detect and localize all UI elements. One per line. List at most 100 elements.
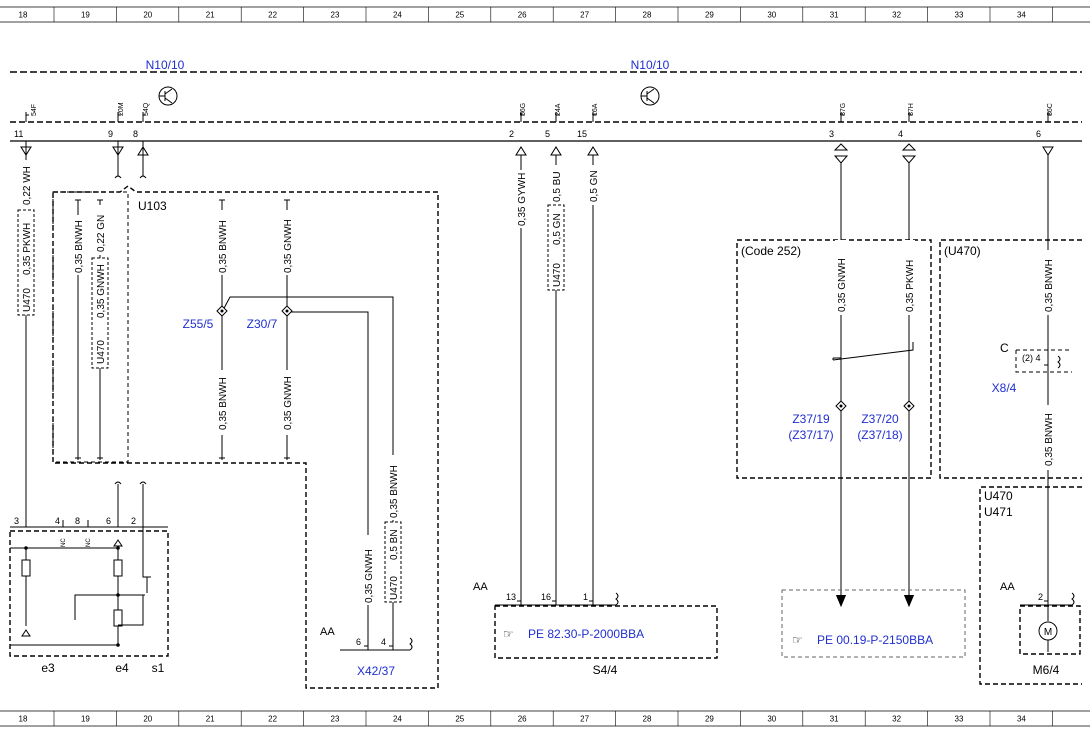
ref-pe0019-boundary [781, 589, 966, 658]
grid-column-label: 27 [580, 11, 589, 20]
component-n10-right[interactable]: N10/10 [631, 58, 670, 72]
grid-column-label: 24 [393, 715, 402, 724]
component-z30[interactable]: Z30/7 [247, 317, 278, 331]
wire-labels-left: 0,22 WH 0,35 PKWH U470 0,35 BNWH 0,22 GN… [17, 160, 402, 605]
pin-number: 3 [829, 129, 834, 139]
component-s1[interactable]: s1 [152, 661, 165, 675]
pin-number: 16 [541, 592, 551, 602]
wire-label: 0,35 GNWH [364, 549, 375, 603]
connector-aa-label: AA [473, 581, 488, 593]
grid-column-label: 29 [705, 715, 714, 724]
wire-label: 0,35 BNWH [218, 377, 229, 430]
grid-column-label: 25 [455, 715, 464, 724]
component-e3[interactable]: e3 [41, 661, 55, 675]
splice-z37-19[interactable] [835, 400, 847, 412]
grid-column-label: 22 [268, 715, 277, 724]
splice-z37-20[interactable] [903, 400, 915, 412]
u103-inner-boundary [52, 191, 129, 463]
component-z37-18[interactable]: (Z37/18) [857, 428, 902, 442]
ref-pe0019-label[interactable]: PE 00.19-P-2150BBA [817, 633, 933, 647]
wire-label: 0,35 GNWH [283, 376, 294, 430]
component-x8[interactable]: X8/4 [992, 381, 1017, 395]
pin-number: 2 [1038, 592, 1043, 602]
wire-label: 0,35 BNWH [1044, 413, 1055, 466]
grid-column-label: 27 [580, 715, 589, 724]
pointing-hand-icon: ☞ [792, 633, 803, 647]
connector-m6[interactable]: AA 2 M [1000, 581, 1081, 655]
wire-label: 0,5 BN [389, 529, 400, 560]
connector-x42[interactable]: AA 6 4 [320, 626, 413, 651]
arrow-icons [836, 595, 914, 607]
pin-code: 54Q [143, 102, 150, 116]
pin-code: 37H [908, 103, 915, 116]
component-z37-17[interactable]: (Z37/17) [788, 428, 833, 442]
wire-labels-middle: 0,35 GYWH 0,5 BU 0,5 GN U470 0,5 GN [515, 165, 600, 291]
wire-label: U470 [389, 576, 400, 600]
component-e4[interactable]: e4 [115, 661, 129, 675]
wire-label: 0,35 GNWH [96, 264, 107, 318]
pin-number: 15 [577, 129, 587, 139]
wire-label: 0,35 BNWH [74, 220, 85, 273]
grid-column-label: 33 [955, 715, 964, 724]
wire-label: 0,35 PKWH [905, 260, 916, 312]
pin-code: 36C [1047, 103, 1054, 116]
component-z37-20[interactable]: Z37/20 [861, 412, 899, 426]
component-z55[interactable]: Z55/5 [183, 317, 214, 331]
wire-label: U470 [96, 340, 107, 364]
pin-code: 37G [840, 103, 847, 116]
pin-number: 11 [14, 129, 23, 139]
ref-pe0019[interactable]: ☞ PE 00.19-P-2150BBA [792, 633, 933, 647]
top-pins: 11 54F 9 20M 8 54Q 2 56G 5 24A 15 16A 3 … [14, 102, 1054, 139]
ref-pe8230[interactable]: ☞ PE 82.30-P-2000BBA [503, 627, 644, 641]
grid-column-label: 19 [81, 715, 90, 724]
connector-x8[interactable]: C (2) 4 [1000, 341, 1072, 373]
splice-z55[interactable] [216, 305, 228, 317]
arrow-icons [20, 143, 1054, 164]
grid-column-label: 32 [892, 715, 901, 724]
grid-column-label: 24 [393, 11, 402, 20]
grid-column-label: 30 [767, 715, 776, 724]
component-x42[interactable]: X42/37 [357, 664, 395, 678]
wire-label: 0,35 GNWH [837, 258, 848, 312]
pin-number: 8 [75, 516, 80, 526]
grid-column-label: 23 [331, 715, 340, 724]
wire-label: 0,5 GN [552, 213, 563, 245]
wire-label: 0,35 GNWH [283, 219, 294, 273]
component-z37-19[interactable]: Z37/19 [792, 412, 830, 426]
wire-label: 0,35 GYWH [517, 173, 528, 226]
pin-number: 8 [133, 129, 138, 139]
nc-label: NC [86, 538, 92, 547]
motor-icon-glyph: M [1044, 627, 1052, 638]
u470-u471-boundary [979, 486, 1082, 685]
wire-label: 0,22 WH [22, 166, 33, 205]
wire-label: 0,35 BNWH [1044, 259, 1055, 312]
wires-right [832, 155, 1049, 605]
grid-column-label: 26 [518, 715, 527, 724]
grid-column-label: 19 [81, 11, 90, 20]
grid-column-label: 20 [143, 11, 152, 20]
wire-label: 0,5 GN [589, 170, 600, 202]
grid-column-label: 32 [892, 11, 901, 20]
pin-number: 4 [381, 637, 386, 647]
wire-label: 0,35 BNWH [218, 220, 229, 273]
pin-number: 4 [55, 516, 60, 526]
connector-s4[interactable]: AA 13 16 1 [473, 581, 718, 659]
splice-z30[interactable] [281, 305, 293, 317]
x8-c-label: C [1000, 341, 1009, 355]
u470-u471-label-b: U471 [984, 505, 1013, 519]
break-ticks [75, 175, 290, 485]
pin-code: 54F [31, 104, 38, 116]
component-s4[interactable]: S4/4 [593, 663, 618, 677]
component-n10-left[interactable]: N10/10 [146, 58, 185, 72]
ref-pe8230-label[interactable]: PE 82.30-P-2000BBA [528, 627, 644, 641]
grid-column-label: 22 [268, 11, 277, 20]
pin-number: 3 [14, 516, 19, 526]
grid-column-label: 33 [955, 11, 964, 20]
component-u103[interactable]: U103 [138, 199, 167, 213]
pin-number: 2 [509, 129, 514, 139]
component-m6[interactable]: M6/4 [1033, 663, 1060, 677]
grid-column-label: 23 [331, 11, 340, 20]
